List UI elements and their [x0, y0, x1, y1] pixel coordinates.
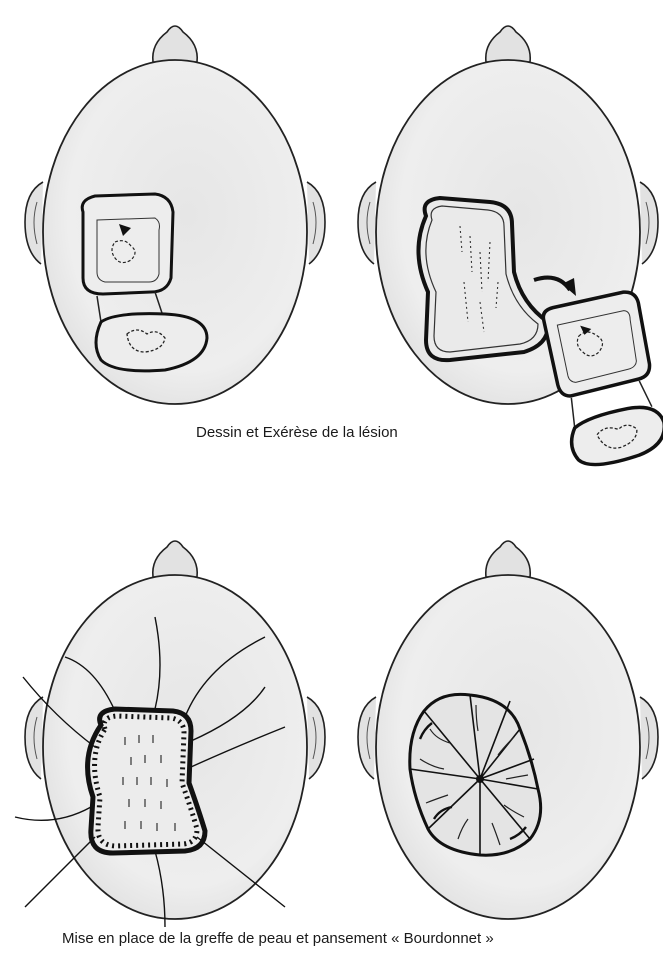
- lower-island: [96, 314, 207, 371]
- bottom-caption: Mise en place de la greffe de peau et pa…: [62, 930, 494, 947]
- top-caption: Dessin et Exérèse de la lésion: [196, 424, 398, 441]
- head-drawing-panel: [25, 26, 325, 404]
- excised-specimen: [538, 287, 663, 471]
- head-graft-panel: [15, 541, 325, 927]
- head-excision-panel: [358, 26, 663, 471]
- head-dressing-panel: [358, 541, 658, 919]
